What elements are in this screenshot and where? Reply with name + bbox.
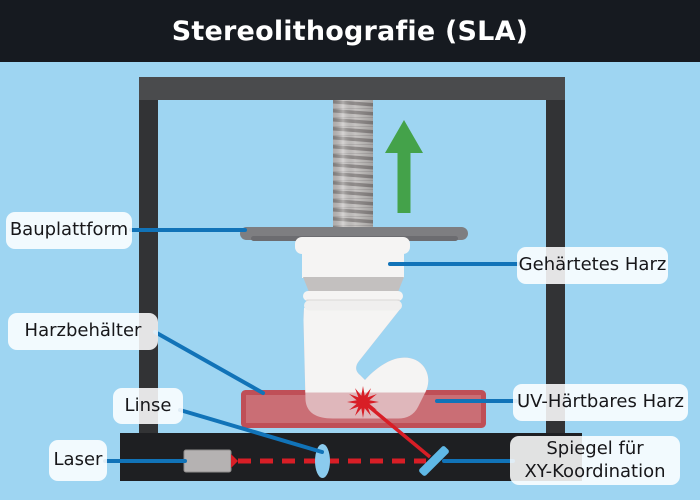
label-bauplattform-text: Bauplattform bbox=[9, 219, 129, 241]
label-laser-text: Laser bbox=[53, 449, 103, 471]
laser-burst-icon bbox=[347, 386, 379, 418]
object-neck bbox=[302, 252, 404, 278]
leader-lines bbox=[103, 228, 521, 463]
leader-linse bbox=[178, 408, 324, 454]
label-harzbehaelter: Harzbehälter bbox=[8, 313, 158, 350]
label-laser: Laser bbox=[49, 440, 107, 481]
label-spiegel-line1: Spiegel für bbox=[546, 438, 644, 459]
label-uv-haertbares-harz-text: UV-Härtbares Harz bbox=[516, 391, 684, 413]
title-bar: Stereolithografie (SLA) bbox=[0, 0, 700, 62]
leader-harzbehaelter bbox=[153, 330, 265, 395]
label-gehaertetes-harz-text: Gehärtetes Harz bbox=[518, 254, 667, 276]
label-harzbehaelter-text: Harzbehälter bbox=[24, 320, 142, 342]
object-ridge-top bbox=[303, 291, 403, 301]
label-linse: Linse bbox=[113, 388, 183, 424]
object-gray-band bbox=[303, 277, 404, 292]
laser-beam bbox=[238, 402, 432, 464]
object-ridge-bottom bbox=[304, 300, 402, 311]
object-body bbox=[303, 308, 429, 393]
label-gehaertetes-harz: Gehärtetes Harz bbox=[517, 247, 668, 284]
label-spiegel-xy: Spiegel für XY-Koordination bbox=[510, 436, 680, 485]
label-linse-text: Linse bbox=[124, 394, 172, 416]
label-bauplattform: Bauplattform bbox=[6, 212, 132, 249]
object-flange bbox=[295, 237, 410, 254]
threaded-rod bbox=[333, 100, 373, 228]
up-arrow-icon bbox=[385, 120, 423, 213]
printed-object bbox=[295, 237, 429, 419]
laser-beam-reflected bbox=[364, 402, 432, 459]
laser-emitter-tip bbox=[231, 454, 238, 468]
printer-frame bbox=[120, 77, 582, 481]
label-uv-haertbares-harz: UV-Härtbares Harz bbox=[513, 384, 688, 421]
mirror bbox=[419, 446, 449, 476]
laser-unit bbox=[183, 449, 238, 473]
label-spiegel-line2: XY-Koordination bbox=[524, 460, 666, 482]
page-title: Stereolithografie (SLA) bbox=[171, 15, 529, 47]
